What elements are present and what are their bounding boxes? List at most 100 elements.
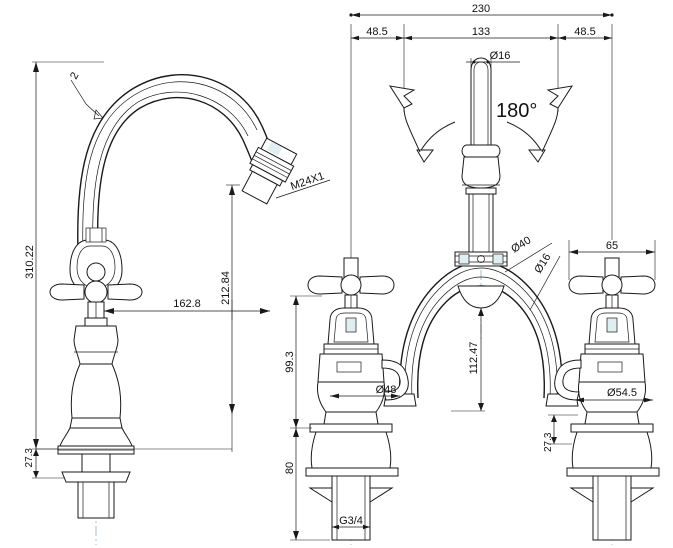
dim-80-arrow-bot (293, 531, 299, 540)
dim-spout-height: 212.84 (220, 184, 240, 414)
dim-80-label: 80 (284, 462, 296, 474)
right-deck-flange (570, 423, 654, 433)
left-valve-shoulder (317, 381, 385, 413)
dim-65-arrow-l (569, 249, 578, 255)
right-shank-nut-r (630, 487, 655, 503)
dia40-leader (504, 242, 553, 273)
aerator-knurl-line-1 (255, 151, 292, 171)
spout-bore-line-inner (92, 91, 249, 251)
dim-g34-label: G3/4 (339, 515, 363, 527)
dim-485L-label: 48.5 (366, 26, 387, 38)
dim-162-label: 162.8 (173, 298, 201, 310)
left-valve-base (323, 411, 379, 425)
front-right-valve-assembly (554, 257, 660, 541)
dim-g34-arrow-l (332, 524, 339, 530)
wall-thickness-leader (70, 79, 100, 117)
side-elevation-view: 2 M24X1 310.22 212.84 (24, 61, 331, 545)
dim-overall-height: 310.22 (24, 61, 104, 450)
right-valve-window (597, 361, 623, 373)
dim-273r-arrow-bot (551, 437, 557, 444)
arch-shade-l2 (411, 276, 482, 399)
valve-flare (59, 427, 133, 447)
swivel-arrow-left-body (403, 107, 421, 153)
dim-485L-arrow-left (351, 35, 359, 41)
shank-washer (61, 471, 131, 483)
dim-162-arrow-right (260, 308, 270, 314)
dim-133-label: 133 (472, 26, 490, 38)
dim-485R-label: 48.5 (574, 26, 595, 38)
left-shank-nut-r (369, 487, 394, 503)
arch-shade-l1 (404, 267, 482, 399)
right-handle-arm-left (568, 275, 604, 295)
dim-310-label: 310.22 (24, 245, 36, 279)
swivel-gasket (465, 187, 497, 195)
dim-545-label: Ø54.5 (607, 387, 637, 399)
dim-handle-span: 65 (568, 240, 656, 280)
dim-133-arrow-right (550, 35, 558, 41)
valve-bonnet (73, 325, 119, 365)
swivel-arrow-right-tip (546, 85, 574, 109)
right-escutcheon (571, 431, 653, 469)
dia16-label: Ø16 (490, 50, 511, 62)
left-deck-flange (309, 423, 393, 433)
swivel-arrow-left-head (416, 149, 434, 163)
swivel-arrow-left-curve (419, 121, 456, 153)
front-top-dimension-band: 230 48.5 133 48.5 (349, 3, 614, 265)
left-escutcheon (310, 431, 392, 469)
dim-230-arrow-right (603, 12, 612, 18)
front-left-valve-assembly (305, 257, 409, 541)
wall-thickness-label: 2 (68, 70, 81, 81)
dim-80-arrow-top (293, 428, 299, 437)
dim-230-arrow-left (351, 12, 360, 18)
right-valve-base (584, 411, 640, 425)
valve-neck (84, 317, 108, 327)
dim-212-arrow-bottom (229, 404, 235, 414)
arch-shade-r2 (480, 276, 551, 399)
dim-273r-arrow-top (551, 415, 557, 422)
riser-collar (461, 144, 501, 158)
right-shank (592, 475, 632, 541)
spout-inner-wall (96, 96, 257, 251)
dim-485R-arrow-right (604, 35, 612, 41)
wall-thickness-callout: 2 (68, 70, 104, 120)
dim-base-height-right: 27.3 (543, 414, 578, 452)
front-bridge-arch (383, 251, 579, 407)
right-escutcheon-base (566, 467, 660, 477)
shank-upper (81, 453, 111, 473)
dim-riser-diameter: Ø16 (466, 50, 520, 74)
right-valve-bonnet-inner (594, 312, 630, 343)
side-valve-body (57, 317, 135, 455)
dim-base-dia: Ø54.5 (575, 387, 653, 403)
dim-273-label: 27.3 (24, 448, 35, 468)
left-escutcheon-base (305, 467, 399, 477)
swivel-arrow-right-curve (506, 121, 543, 153)
aerator-knurl-line-3 (252, 158, 288, 178)
handle-arm-left (49, 283, 85, 301)
center-lower-tube (468, 193, 494, 253)
swivel-angle-label: 180° (496, 100, 537, 122)
dim-g34-arrow-r (363, 524, 370, 530)
dim-310-arrow-bottom (33, 439, 39, 449)
right-outlet-spur (554, 359, 582, 401)
handle-center-boss (84, 280, 108, 304)
valve-belly (70, 363, 122, 419)
wall-thickness-arrow (93, 109, 104, 120)
handle-hub-circle (86, 262, 106, 282)
swivel-arrow-right-head (528, 149, 546, 163)
left-valve-window (336, 361, 362, 373)
dim-993-arrow-bot (293, 419, 299, 428)
dim-48-arrow-r (391, 393, 400, 399)
aerator-knurl-line-2 (253, 155, 290, 175)
swivel-barrel (461, 156, 501, 189)
dim-545-arrow-r (644, 397, 653, 403)
dim-11247-arrow-bottom (478, 403, 484, 411)
right-handle-arm-right (620, 275, 656, 295)
right-valve-section (606, 317, 618, 333)
dim-65-label: 65 (606, 240, 618, 252)
dim-993-label: 99.3 (284, 351, 296, 372)
dim-shank-length: 80 (284, 428, 330, 541)
dim-310-arrow-top (33, 62, 39, 72)
spout-bore-line-outer (82, 81, 258, 253)
